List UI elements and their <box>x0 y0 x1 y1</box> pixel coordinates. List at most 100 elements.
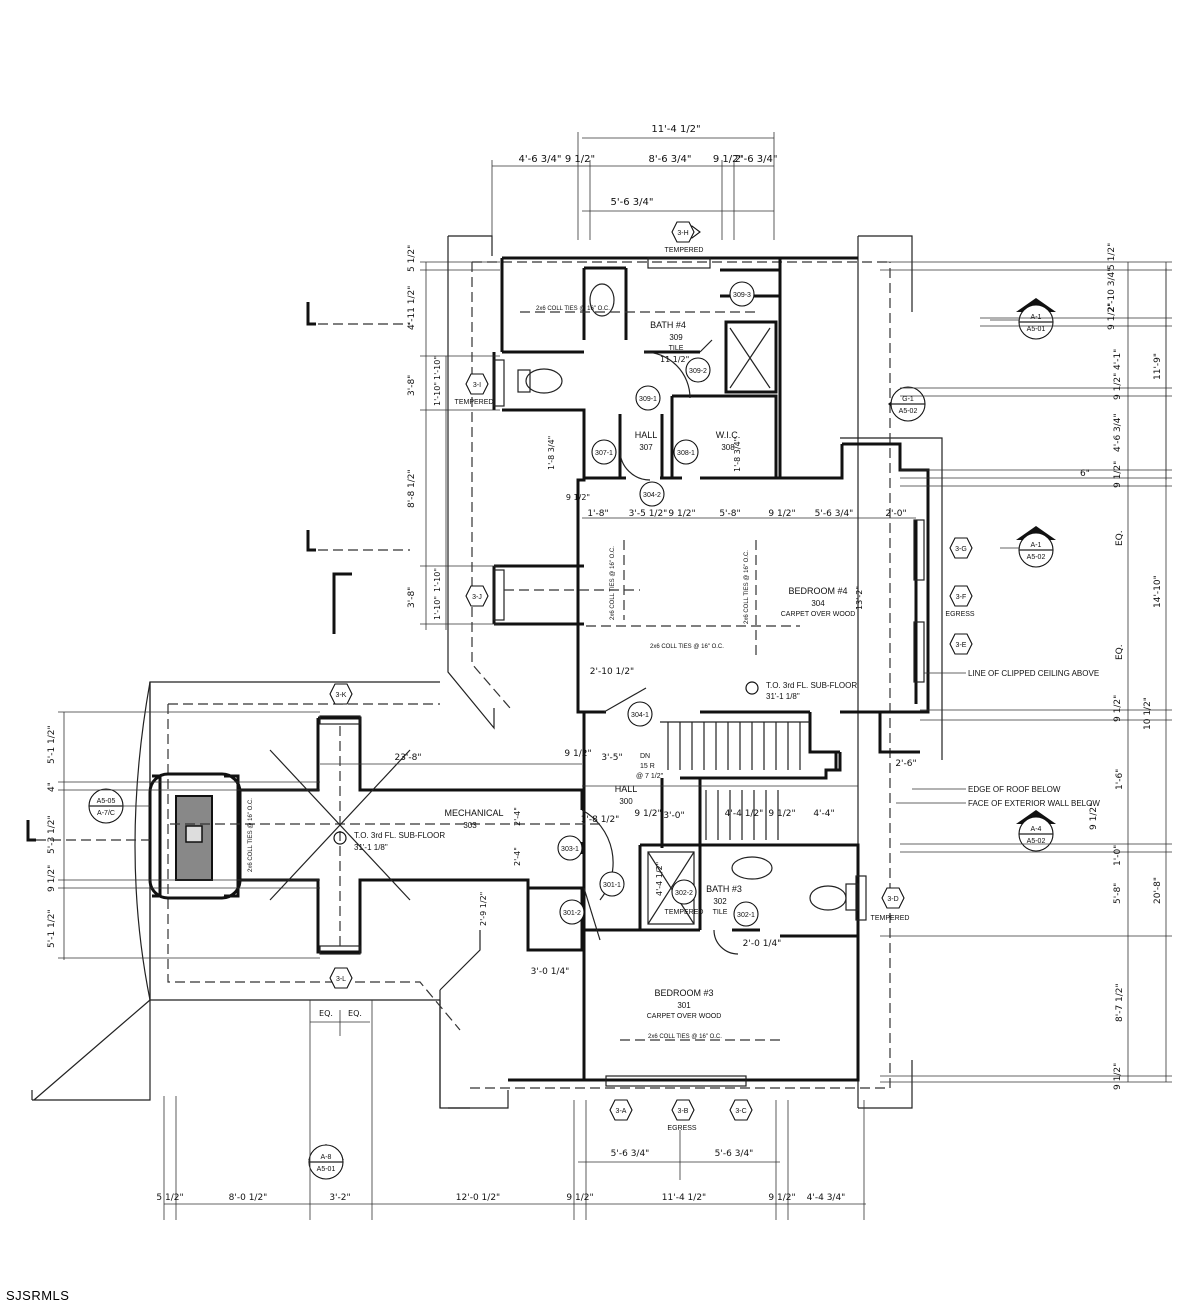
dim-right-overall1: 11'-9" <box>1153 353 1163 380</box>
bottom-dimensions: 5 1/2" 8'-0 1/2" 3'-2" 12'-0 1/2" 9 1/2"… <box>156 1000 866 1220</box>
door-tag-308-1: 308-1 <box>673 439 699 465</box>
note-tempered-4: TEMPERED <box>871 915 910 922</box>
dim-inner-m3: 9 1/2" <box>564 749 591 759</box>
door-tag-303-1: 303-1 <box>557 835 583 861</box>
dim-top-c: 8'-6 3/4" <box>649 154 692 165</box>
svg-text:A-7/C: A-7/C <box>97 810 115 817</box>
dim-inner-b1: 4'-4 1/2" <box>655 862 664 896</box>
dim-right-d: 4'-1" <box>1113 349 1123 370</box>
window-tag-3-d: 3-D <box>881 887 905 909</box>
svg-text:3-L: 3-L <box>336 976 346 983</box>
dim-bottom-w1: 5'-6 3/4" <box>611 1149 650 1159</box>
window-tag-3-e: 3-E <box>949 633 973 655</box>
dim-top-b: 9 1/2" <box>565 154 595 165</box>
svg-text:A-1: A-1 <box>1031 542 1042 549</box>
dim-bottom-a: 5 1/2" <box>156 1193 183 1203</box>
dim-top-overall: 11'-4 1/2" <box>651 124 700 135</box>
section-marker-a8-a501: A-8 A5-01 <box>308 1144 344 1180</box>
dim-inner-mech-b: 2'-4" <box>513 847 522 866</box>
door-tags: 309-3 309-2 309-1 307-1 308-1 304-2 304-… <box>557 281 759 927</box>
dim-inner-mech-a: 2'-4" <box>513 807 522 826</box>
note-stair-dn: DN <box>640 753 650 760</box>
dim-inner-r5: 9 1/2" <box>768 509 795 519</box>
dim-left-b: 4'-11 1/2" <box>407 286 417 330</box>
dim-inner-b3: 2'-9 1/2" <box>479 892 488 926</box>
svg-text:301-2: 301-2 <box>563 910 581 917</box>
svg-text:A-4: A-4 <box>1031 826 1042 833</box>
left-dimensions: 5 1/2" 4'-11 1/2" 3'-8" 1'-10" 1'-10" 8'… <box>47 245 500 960</box>
room-bedroom4-finish: CARPET OVER WOOD <box>781 611 856 618</box>
note-coll-ties-6: 2x6 COLL TIES @ 16" O.C. <box>648 1034 722 1040</box>
dim-left-f: 8'-8 1/2" <box>407 469 417 508</box>
svg-text:307-1: 307-1 <box>595 450 613 457</box>
note-edge-roof: EDGE OF ROOF BELOW <box>968 785 1061 794</box>
svg-text:301-1: 301-1 <box>603 882 621 889</box>
window-tag-3-j: 3-J <box>465 585 489 607</box>
note-face-wall: FACE OF EXTERIOR WALL BELOW <box>968 799 1100 808</box>
dim-inner-wic-w: 1'-8 3/4" <box>733 438 742 472</box>
note-stair-r: 15 R <box>640 763 655 770</box>
dim-left-i: 1'-10" <box>433 596 442 620</box>
dim-bottom-f: 11'-4 1/2" <box>662 1193 706 1203</box>
note-tempered-2: TEMPERED <box>455 399 494 406</box>
room-bedroom4-ceiling: 13'-2" <box>855 586 864 610</box>
door-tag-302-2: 302-2 <box>671 879 697 905</box>
svg-text:A5-01: A5-01 <box>1027 326 1046 333</box>
section-marker-a1-a502: A-1 A5-02 <box>1000 526 1056 568</box>
door-tag-309-2: 309-2 <box>685 357 711 383</box>
dim-inner-m7: 4'-4 1/2" <box>725 809 764 819</box>
svg-text:A5-02: A5-02 <box>1027 838 1046 845</box>
dim-bottom-h: 4'-4 3/4" <box>807 1193 846 1203</box>
dim-right-m: 9 1/2" <box>1089 803 1099 830</box>
room-hall307-name: HALL <box>635 430 658 440</box>
dim-inner-b6: 9 1/2" <box>566 493 590 502</box>
svg-text:3-B: 3-B <box>678 1108 689 1115</box>
dim-right-h: 9 1/2" <box>1113 461 1123 488</box>
room-bath3-finish: TILE <box>713 909 728 916</box>
dim-right-a: 5 1/2" <box>1107 243 1117 270</box>
room-mechanical-name: MECHANICAL <box>444 808 503 818</box>
note-coll-ties-5: 2x6 COLL TIES @ 16" O.C. <box>248 798 254 872</box>
dim-right-j: EQ. <box>1115 644 1125 660</box>
right-dimensions: 5 1/2" 2'-10 3/4" 9 1/2" 4'-1" 9 1/2" 4'… <box>880 243 1172 1090</box>
svg-text:A-1: A-1 <box>1031 314 1042 321</box>
dim-bottom-e: 9 1/2" <box>566 1193 593 1203</box>
room-bedroom4-num: 304 <box>811 599 825 608</box>
room-bath3-num: 302 <box>713 897 727 906</box>
room-wic-name: W.I.C. <box>716 430 741 440</box>
section-marker-a4-a502: A-4 A5-02 <box>1016 810 1056 852</box>
dim-left-l: 5'-3 1/2" <box>47 815 57 854</box>
note-coll-ties-4: 2x6 COLL TIES @ 16" O.C. <box>650 644 724 650</box>
dim-right-overall2: 14'-10" <box>1153 575 1163 608</box>
dim-top-d: 9 1/2" <box>713 154 743 165</box>
dim-inner-m2: 3'-5" <box>601 753 622 763</box>
dim-bottom-eq1: EQ. <box>319 1009 333 1018</box>
dim-left-g: 3'-8" <box>407 587 417 608</box>
dim-right-r: 10 1/2" <box>1143 697 1153 730</box>
dim-inner-m5: 9 1/2" <box>634 809 661 819</box>
section-marker-a505-a7c: A5-05 A-7/C <box>88 788 150 824</box>
dim-left-n: 5'-1 1/2" <box>47 909 57 948</box>
svg-text:3-D: 3-D <box>887 896 898 903</box>
section-marker-a1-a501: A-1 A5-01 <box>990 298 1056 340</box>
dim-inner-b5: 2'-6" <box>895 759 916 769</box>
svg-text:A5-01: A5-01 <box>317 1166 336 1173</box>
dim-right-c: 9 1/2" <box>1107 303 1117 330</box>
door-tag-301-2: 301-2 <box>559 899 585 925</box>
dim-inner-m4: 1'-8 1/2" <box>581 815 620 825</box>
dim-left-e: 1'-10" <box>433 382 442 406</box>
room-bedroom3-finish: CARPET OVER WOOD <box>647 1013 722 1020</box>
inner-dimensions: 1'-8" 3'-5 1/2" 9 1/2" 5'-8" 9 1/2" 5'-6… <box>320 355 917 977</box>
dim-left-d: 1'-10" <box>433 356 442 380</box>
room-bath3-name: BATH #3 <box>706 884 742 894</box>
svg-text:A5-02: A5-02 <box>899 408 918 415</box>
note-tempered-1: TEMPERED <box>665 247 704 254</box>
svg-text:3-F: 3-F <box>956 594 967 601</box>
dim-top-window: 5'-6 3/4" <box>611 197 654 208</box>
dim-right-overall3: 20'-8" <box>1153 877 1163 904</box>
dim-right-q: 9 1/2" <box>1113 1063 1123 1090</box>
note-stair-rise: @ 7 1/2" <box>636 773 664 780</box>
svg-text:A5-02: A5-02 <box>1027 554 1046 561</box>
dim-right-n: 1'-0" <box>1113 845 1123 866</box>
